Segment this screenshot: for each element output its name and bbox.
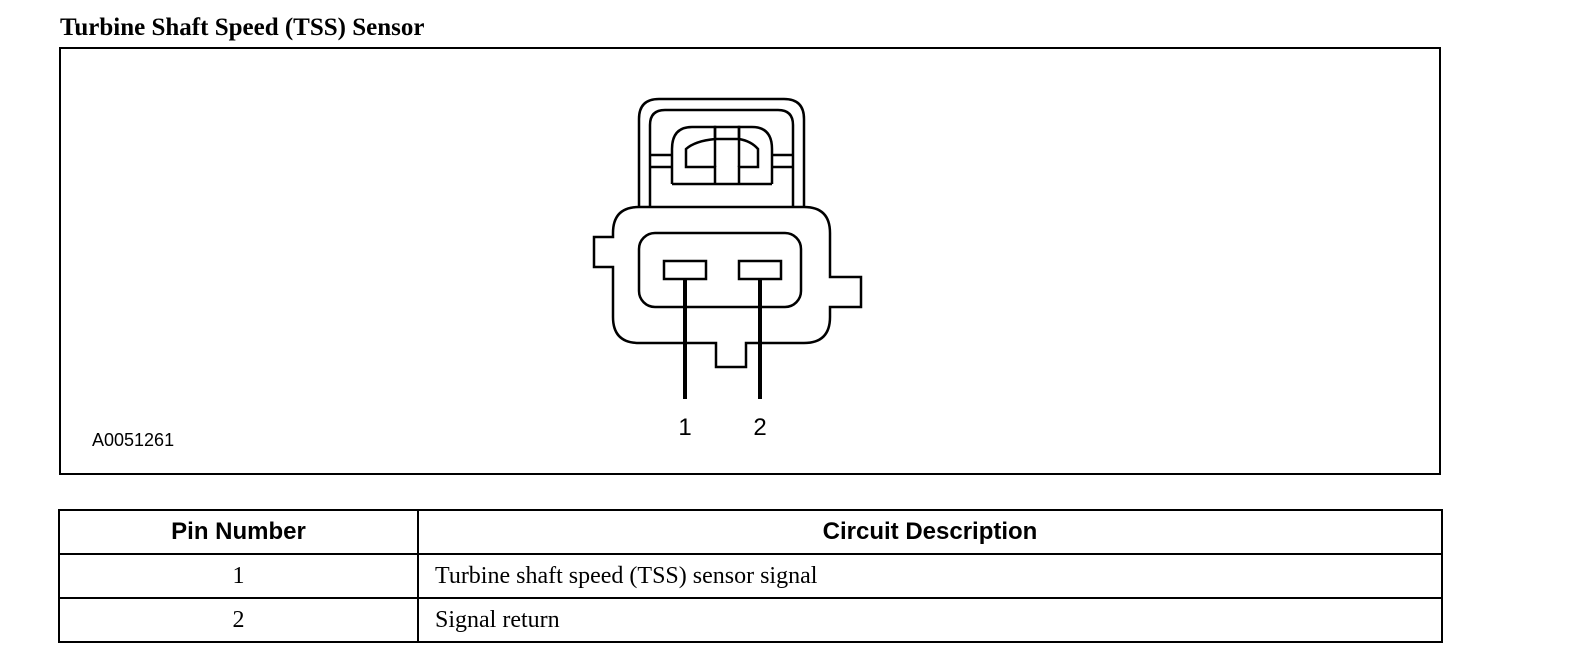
table-row: 2 Signal return [58,597,1443,643]
table-row: 1 Turbine shaft speed (TSS) sensor signa… [58,553,1443,599]
connector-figure: 1 2 A0051261 [59,47,1441,475]
connector-diagram [592,97,863,399]
circuit-description-cell: Signal return [417,597,1443,643]
latch-housing-outer [637,97,806,207]
header-pin-number: Pin Number [58,509,419,555]
terminal-cavity [637,231,803,309]
pin-2-label: 2 [753,414,767,441]
page-title: Turbine Shaft Speed (TSS) Sensor [60,14,425,41]
figure-id: A0051261 [92,430,175,450]
header-circuit-description: Circuit Description [417,509,1443,555]
pin-1-label: 1 [678,414,692,441]
latch-tab [670,125,717,184]
connector-body [592,205,863,369]
pin-2-terminal [737,259,783,281]
circuit-description-cell: Turbine shaft speed (TSS) sensor signal [417,553,1443,599]
table-header-row: Pin Number Circuit Description [58,509,1443,555]
latch-housing-inner [648,108,795,207]
pin-number-cell: 1 [58,553,419,599]
pin-number-cell: 2 [58,597,419,643]
pin-1-terminal [662,259,708,281]
pin-table: Pin Number Circuit Description 1 Turbine… [58,509,1443,643]
